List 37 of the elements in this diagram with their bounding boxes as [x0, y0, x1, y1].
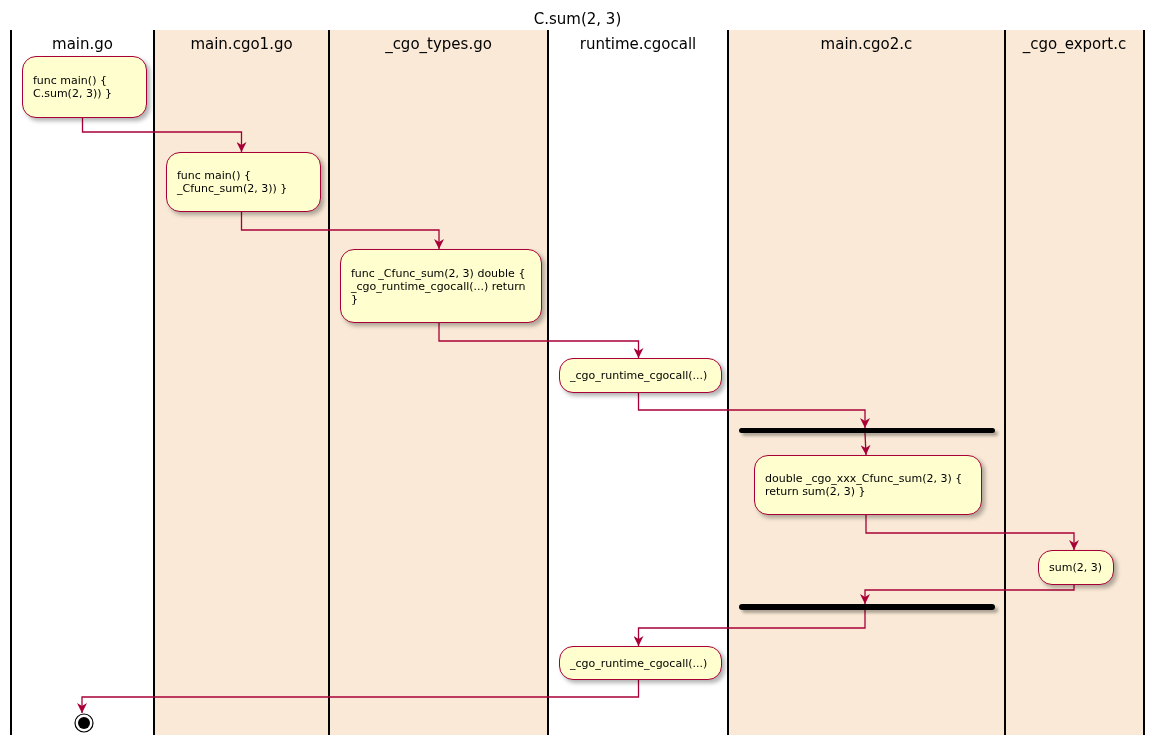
arrow: [77, 679, 640, 714]
lane-header: runtime.cgocall: [578, 35, 698, 53]
activity-box: [166, 152, 321, 212]
lane-header: main.cgo1.go: [189, 35, 294, 53]
activity-box: [1038, 550, 1114, 585]
arrow: [81, 117, 247, 153]
end-node: [74, 713, 94, 733]
swimlane: [153, 30, 328, 735]
lane-header: main.cgo2.c: [819, 35, 914, 53]
fork-bar: [739, 604, 995, 610]
arrow: [860, 584, 1075, 605]
swimlane: [1004, 30, 1145, 735]
arrow: [633, 609, 866, 647]
swimlane: [727, 30, 1004, 735]
fork-bar: [739, 428, 995, 433]
activity-box: [22, 56, 147, 118]
code-text: func _Cfunc_sum(2, 3) double { _cgo_runtime_cgocall(...) return }: [351, 266, 527, 306]
code-text: sum(2, 3): [1049, 561, 1102, 574]
arrow: [240, 211, 444, 250]
code-text: func main() { C.sum(2, 3)) }: [33, 74, 113, 100]
arrow: [637, 392, 870, 429]
lane-header: _cgo_export.c: [1021, 35, 1128, 53]
arrow: [865, 514, 1079, 551]
code-text: _cgo_runtime_cgocall(...): [570, 369, 708, 382]
arrow: [860, 432, 871, 456]
swimlane: [328, 30, 547, 735]
code-text: func main() { _Cfunc_sum(2, 3)) }: [177, 169, 289, 195]
diagram-title: C.sum(2, 3): [532, 10, 623, 28]
activity-box: [340, 249, 542, 323]
arrow: [438, 322, 644, 359]
lane-header: _cgo_types.go: [384, 35, 493, 53]
activity-box: [559, 646, 722, 680]
activity-box: [754, 455, 982, 515]
lane-header: main.go: [51, 35, 114, 53]
code-text: double _cgo_xxx_Cfunc_sum(2, 3) { return sum(2, 3) }: [765, 472, 964, 498]
activity-box: [559, 358, 722, 393]
code-text: _cgo_runtime_cgocall(...): [570, 656, 708, 670]
